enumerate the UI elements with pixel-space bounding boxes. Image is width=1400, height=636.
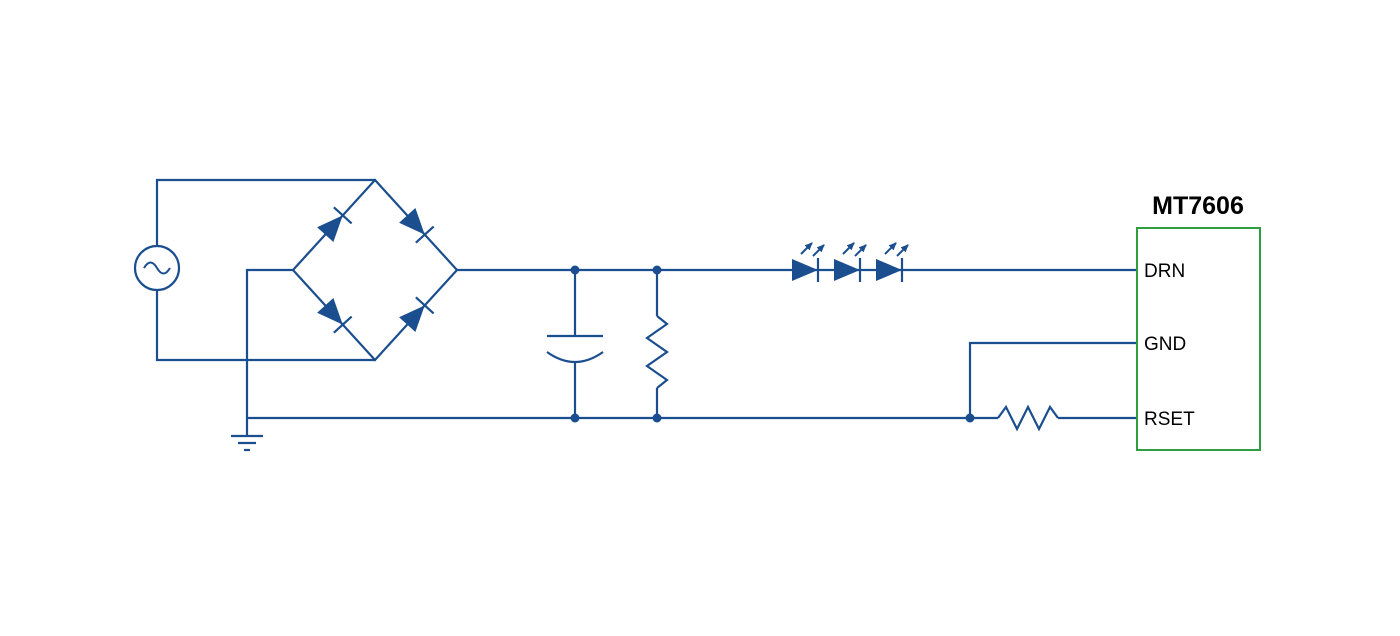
capacitor-plate-bottom	[546, 351, 604, 363]
junction-dot	[652, 413, 662, 423]
led-emission-arrow	[800, 242, 813, 255]
bridge-rectifier	[291, 178, 459, 362]
ic-mt7606: MT7606 DRN GND RSET	[1136, 192, 1261, 451]
wire-ac-top	[155, 178, 375, 246]
wire-bridge-to-ground	[245, 268, 293, 418]
ac-source-circle	[133, 244, 181, 292]
ic-body	[1136, 227, 1261, 451]
led-emission-arrow	[896, 244, 909, 257]
led-emission-arrow	[854, 244, 867, 257]
led-3	[874, 242, 909, 284]
junction-dot	[570, 413, 580, 423]
junction-dots	[570, 265, 975, 423]
led-emission-arrow	[842, 242, 855, 255]
led-2	[832, 242, 867, 284]
wires	[155, 178, 1137, 420]
earth-ground-icon	[231, 418, 263, 452]
led-string	[790, 242, 909, 284]
bridge-diamond	[291, 178, 459, 362]
wire-gnd-to-ic	[968, 341, 1137, 418]
junction-dot	[652, 265, 662, 275]
sine-wave-icon	[143, 261, 171, 275]
junction-dot	[570, 265, 580, 275]
rset-resistor	[997, 404, 1059, 432]
ac-source	[133, 244, 181, 292]
smoothing-capacitor	[546, 334, 604, 363]
pin-label-gnd: GND	[1144, 334, 1186, 355]
junction-dot	[965, 413, 975, 423]
ic-name-label: MT7606	[1152, 192, 1244, 220]
led-emission-arrow	[812, 244, 825, 257]
led-emission-arrow	[884, 242, 897, 255]
shunt-resistor	[645, 315, 669, 389]
pin-label-rset: RSET	[1144, 409, 1195, 430]
pin-label-drn: DRN	[1144, 261, 1185, 282]
wire-ac-bottom	[155, 290, 375, 362]
led-1	[790, 242, 825, 284]
